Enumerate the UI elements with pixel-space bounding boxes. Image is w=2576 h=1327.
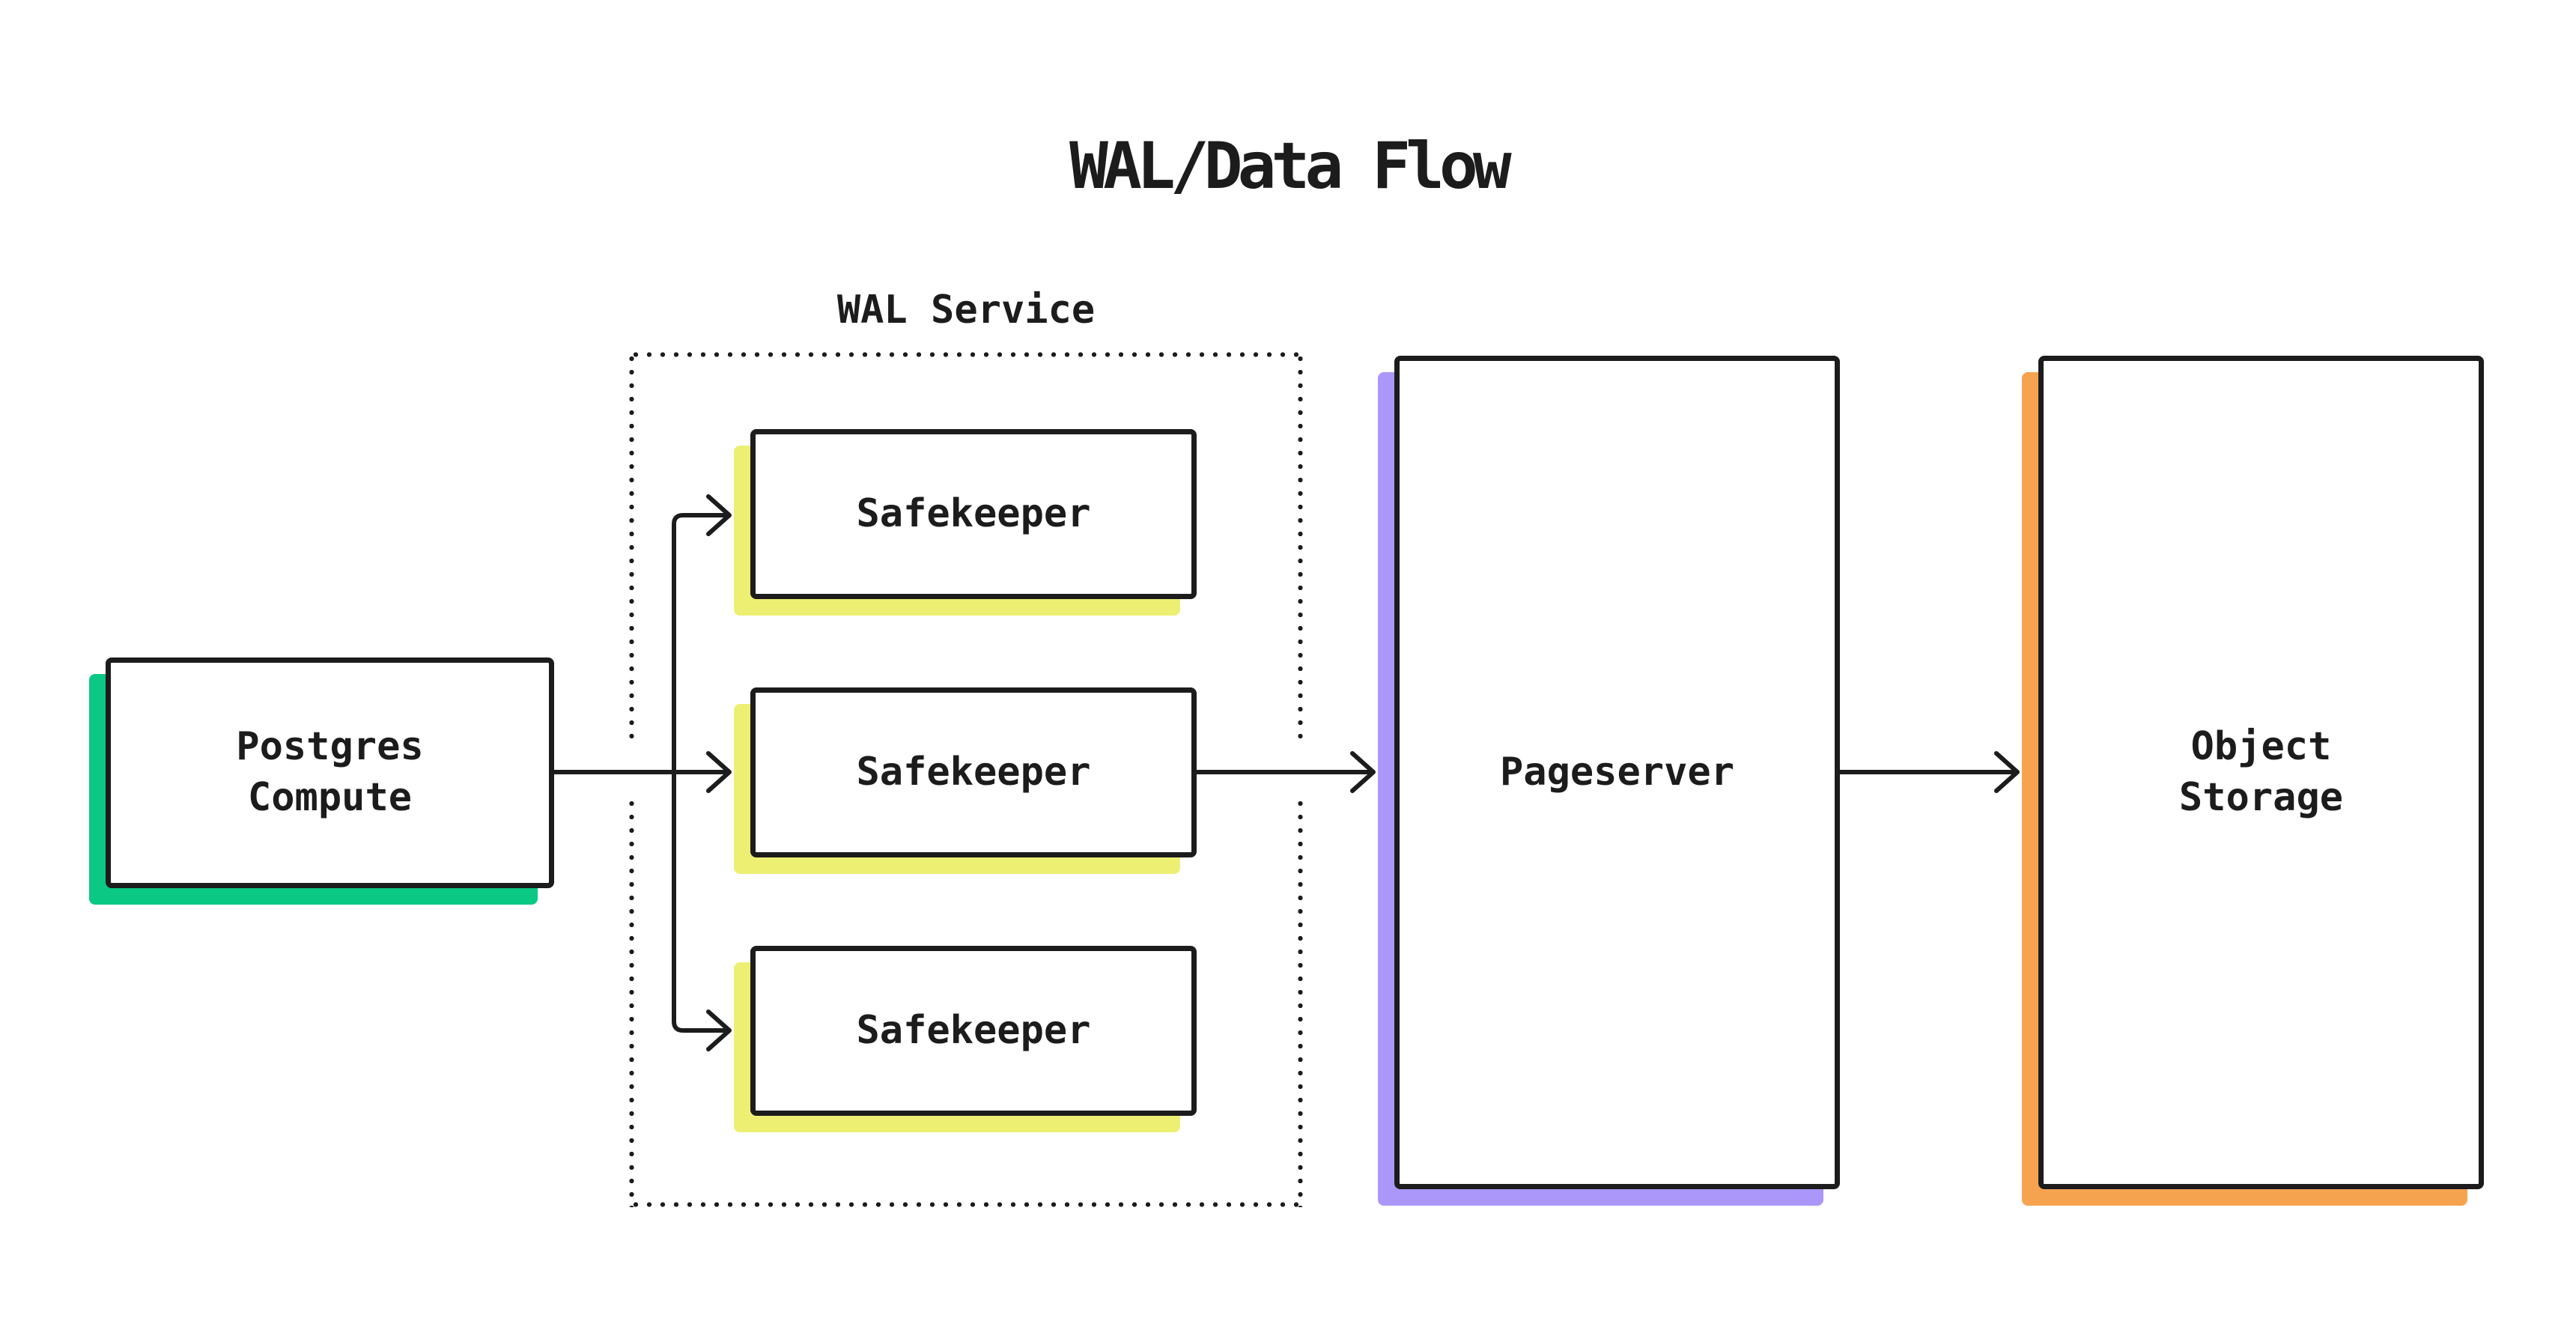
node-pageserver: Pageserver — [1394, 356, 1840, 1189]
safekeeper-3-label: Safekeeper — [856, 1007, 1091, 1053]
postgres-compute-label-line2: Compute — [247, 775, 413, 820]
arrowhead-pageserver-icon — [1350, 751, 1376, 793]
pageserver-label: Pageserver — [1499, 749, 1735, 795]
dotted-border-gap-left — [620, 746, 643, 800]
node-safekeeper-3: Safekeeper — [750, 946, 1197, 1116]
dotted-border-gap-right — [1291, 746, 1313, 800]
node-postgres-compute: Postgres Compute — [106, 658, 554, 888]
node-safekeeper-1: Safekeeper — [750, 429, 1197, 599]
object-storage-label-line2: Storage — [2178, 774, 2344, 820]
safekeeper-1-label: Safekeeper — [856, 491, 1091, 536]
wal-service-label: WAL Service — [836, 288, 1096, 332]
safekeeper-2-label: Safekeeper — [856, 749, 1091, 795]
object-storage-label-line1: Object — [2190, 723, 2332, 769]
postgres-compute-label-line1: Postgres — [236, 724, 424, 770]
page-title: WAL/Data Flow — [1069, 129, 1512, 204]
arrowhead-object-storage-icon — [1994, 751, 2020, 793]
node-object-storage: Object Storage — [2038, 356, 2484, 1189]
node-safekeeper-2: Safekeeper — [750, 687, 1197, 857]
